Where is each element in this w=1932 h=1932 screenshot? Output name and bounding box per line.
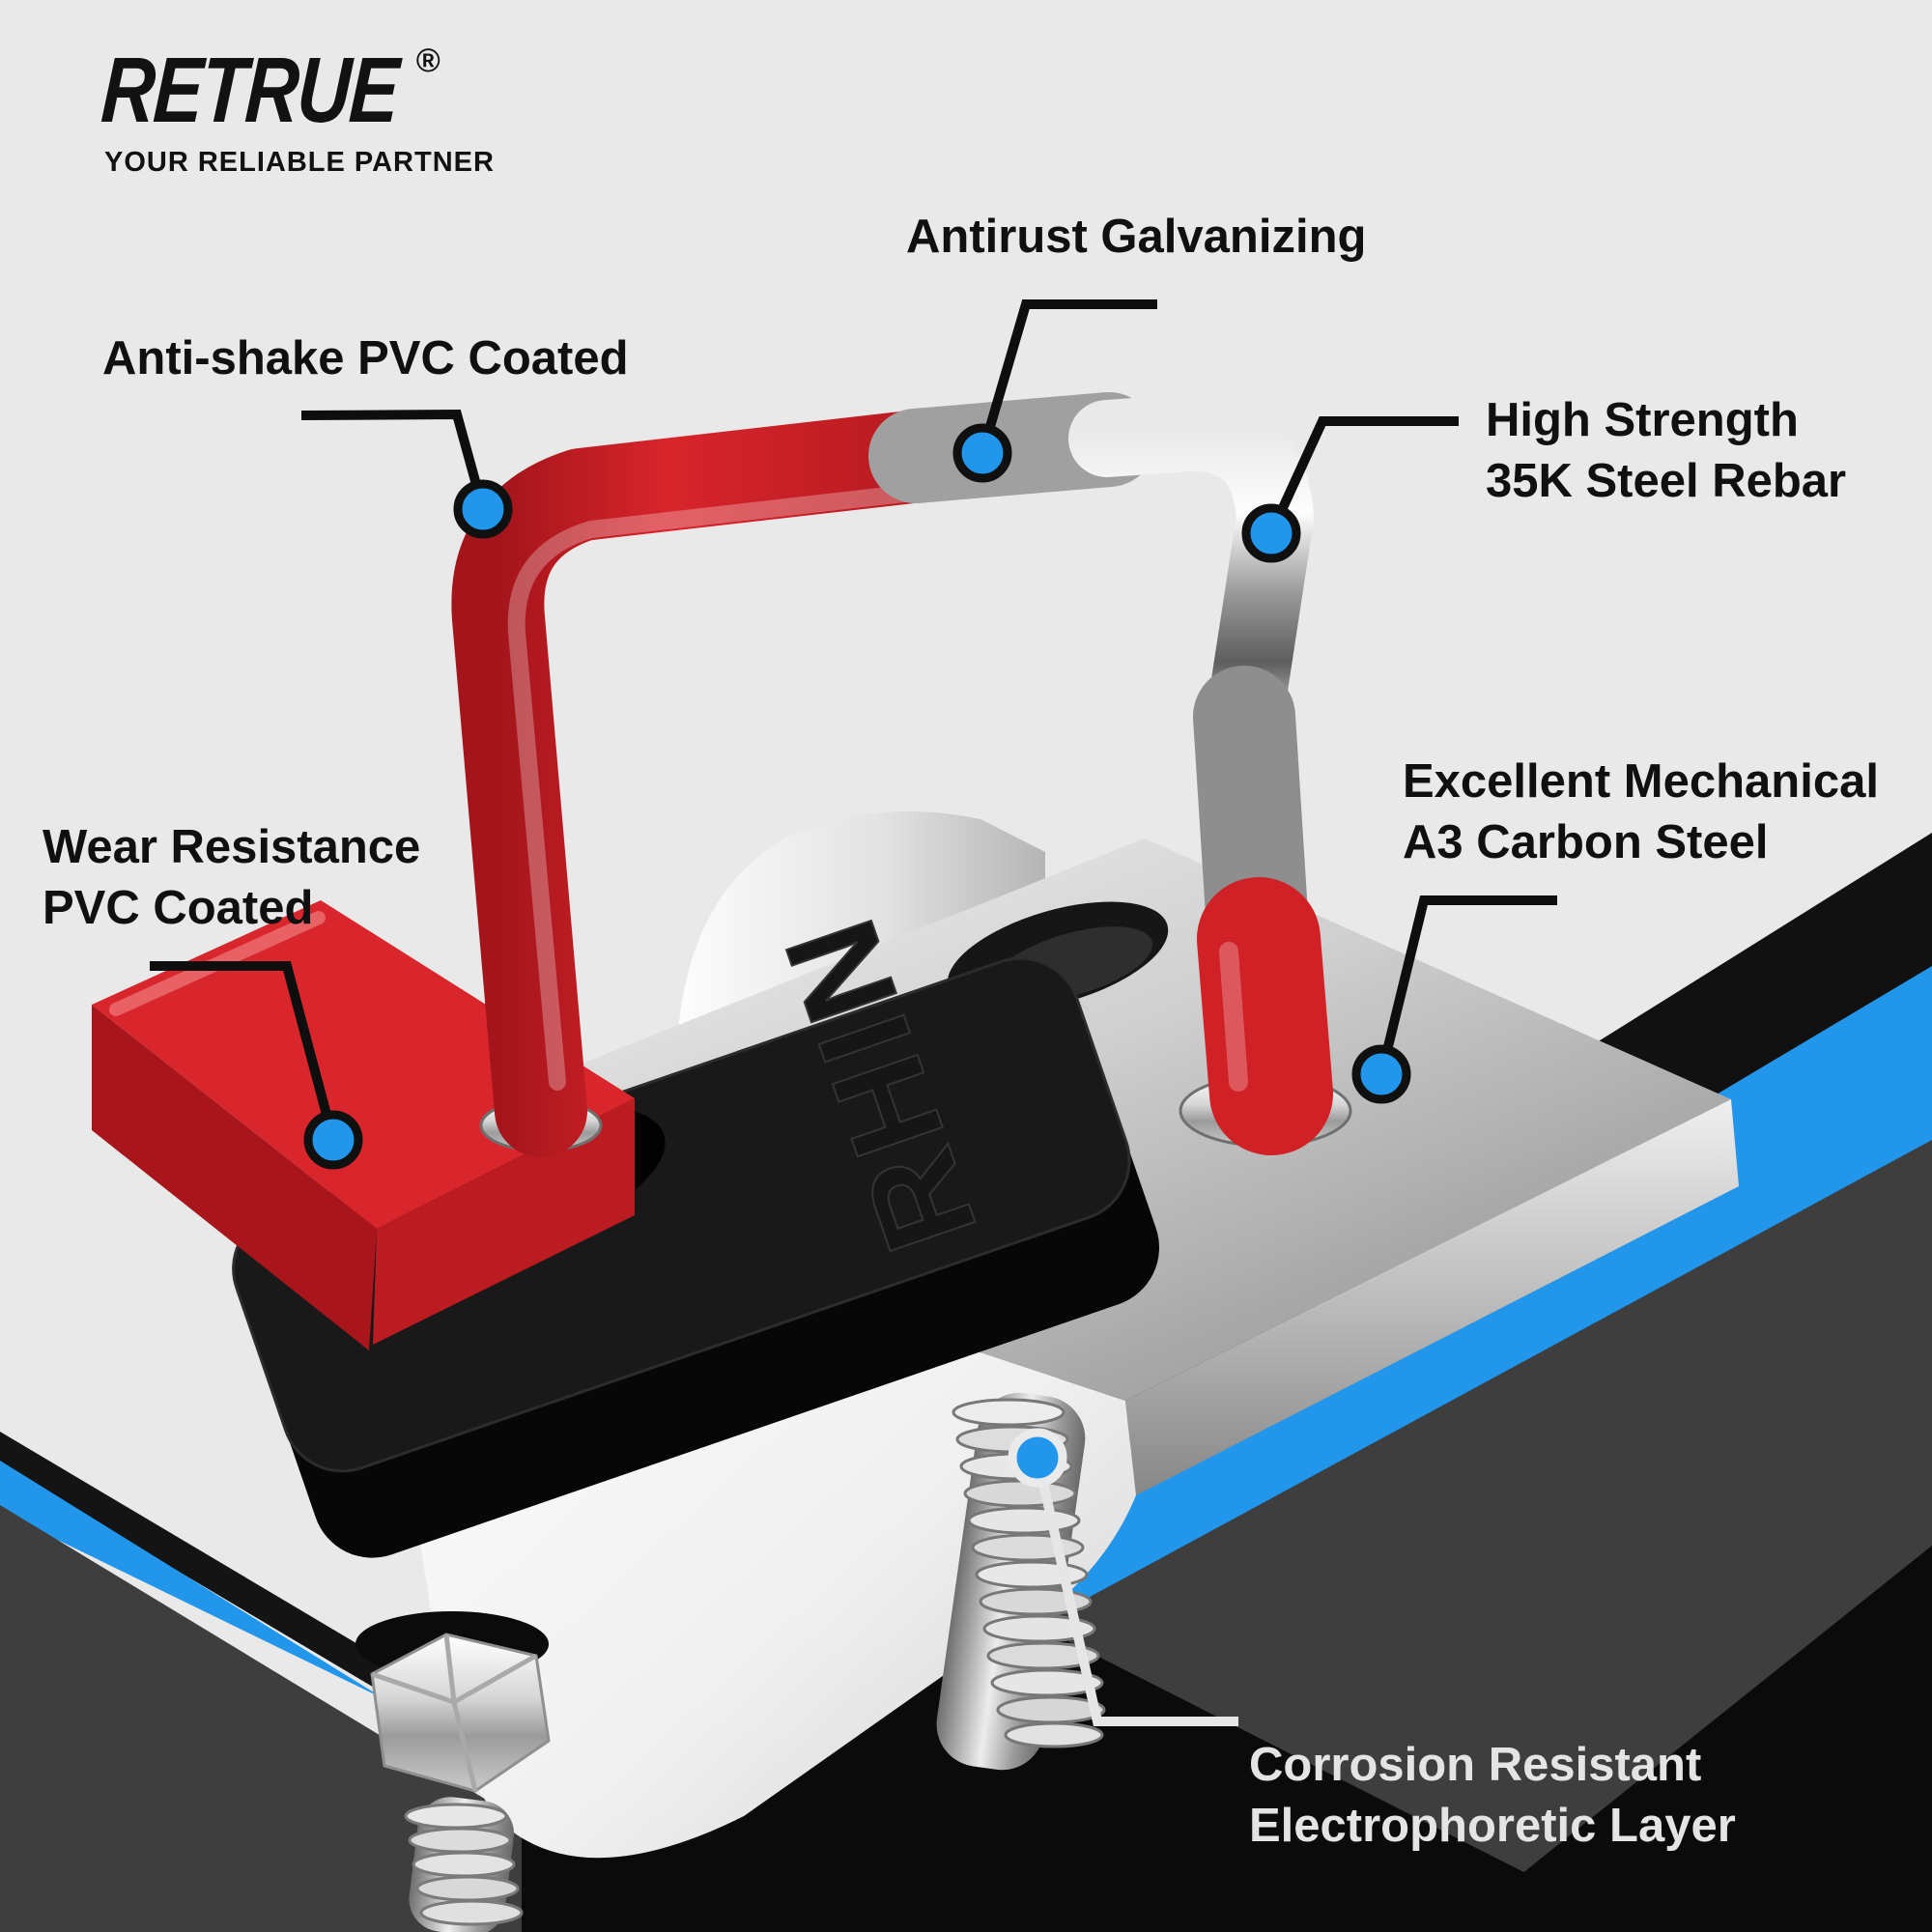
- u-bolt-red-sleeve-right: [1197, 877, 1333, 1155]
- callout-line-wear: [150, 961, 338, 1142]
- black-plate: RHIN: [232, 896, 1159, 1558]
- left-bolt-thread: [404, 1797, 524, 1932]
- callout-dot-wear: [303, 1110, 363, 1170]
- callout-label-antirust: Antirust Galvanizing: [906, 207, 1366, 268]
- callout-label-corrosion: Corrosion Resistant Electrophoretic Laye…: [1249, 1735, 1736, 1856]
- brand-name: RETRUE: [99, 39, 401, 142]
- callout-label-corrosion-line1: Corrosion Resistant: [1249, 1739, 1702, 1791]
- callout-lines: [150, 299, 1557, 1726]
- callout-label-high-strength: High Strength 35K Steel Rebar: [1486, 390, 1846, 511]
- u-bolt-red-section: [451, 410, 966, 1157]
- callout-label-mechanical: Excellent Mechanical A3 Carbon Steel: [1403, 752, 1879, 872]
- registered-mark: ®: [415, 43, 440, 79]
- callout-line-corrosion: [1033, 1456, 1238, 1726]
- brand-logo: RETRUE ® YOUR RELIABLE PARTNER: [99, 39, 498, 179]
- background-black-corner-right: [1449, 1546, 1932, 1932]
- callout-label-wear-line2: PVC Coated: [43, 881, 314, 934]
- u-bolt-red-sleeve-sheen: [1219, 942, 1248, 1092]
- red-pad: [92, 900, 635, 1350]
- callout-line-high-strength: [1266, 416, 1459, 536]
- callout-label-mechanical-line2: A3 Carbon Steel: [1403, 815, 1769, 868]
- callout-line-antirust: [978, 299, 1157, 455]
- silver-plate-right-edge: [1125, 1099, 1739, 1495]
- callout-label-corrosion-line2: Electrophoretic Layer: [1249, 1799, 1736, 1852]
- callout-line-mechanical: [1377, 895, 1557, 1076]
- callout-label-high-strength-line2: 35K Steel Rebar: [1486, 454, 1847, 507]
- hex-nut: [370, 1633, 551, 1793]
- u-bolt-red-sheen: [507, 484, 922, 1091]
- callout-dot-corrosion: [1008, 1428, 1067, 1488]
- callout-dot-antishake: [453, 479, 513, 539]
- callout-label-wear-line1: Wear Resistance: [43, 821, 421, 873]
- callout-dot-mechanical: [1351, 1044, 1411, 1104]
- callout-label-mechanical-line1: Excellent Mechanical: [1403, 755, 1879, 808]
- callout-line-antishake: [300, 409, 488, 511]
- brand-tagline: YOUR RELIABLE PARTNER: [104, 147, 495, 178]
- callout-dot-antirust: [952, 423, 1012, 483]
- callout-dots: [303, 423, 1411, 1488]
- callout-label-high-strength-line1: High Strength: [1486, 394, 1799, 446]
- callout-label-wear: Wear Resistance PVC Coated: [43, 817, 420, 938]
- callout-label-antishake-text: Anti-shake PVC Coated: [102, 332, 629, 384]
- background-blue-wedge-left: [0, 1461, 386, 1700]
- callout-dot-high-strength: [1241, 503, 1301, 563]
- callout-label-antirust-text: Antirust Galvanizing: [906, 211, 1367, 263]
- callout-label-antishake: Anti-shake PVC Coated: [102, 328, 629, 389]
